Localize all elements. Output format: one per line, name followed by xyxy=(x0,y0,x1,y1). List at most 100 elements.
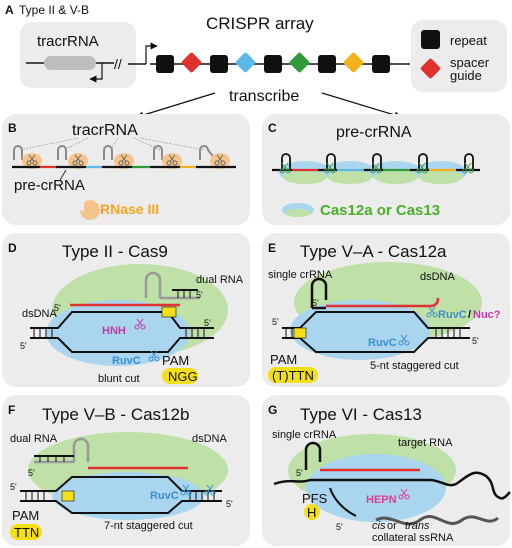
pam-seq-f: TTN xyxy=(14,525,39,540)
pam-seq-box-f xyxy=(10,524,42,540)
five-prime-f1: 5' xyxy=(28,468,35,478)
dualrna-label-d: dual RNA xyxy=(196,274,244,286)
panel-f: F Type V–B - Cas12b dual RNA dsDNA 5' 5'… xyxy=(2,395,250,546)
rnase-legend-icon xyxy=(80,200,100,221)
panel-a: A Type II & V-B tracrRNA // CRISPR array… xyxy=(5,3,507,119)
legend-repeat-swatch xyxy=(421,30,440,49)
single-crrna-label-e: single crRNA xyxy=(268,269,333,281)
pfs-badge xyxy=(304,504,320,520)
panel-e: E Type V–A - Cas12a single crRNA dsDNA 5… xyxy=(262,233,510,387)
crrna-hairpins-c xyxy=(281,153,474,170)
panel-b-bg xyxy=(2,114,250,225)
dna-rungs-f xyxy=(25,491,215,501)
panel-c: C pre-crRNA xyxy=(262,114,510,225)
legend-spacer-label: spacer xyxy=(450,55,490,70)
rnase-blobs xyxy=(22,153,230,169)
tracr-hairpins xyxy=(13,145,217,161)
panel-f-title: Type V–B - Cas12b xyxy=(42,405,189,424)
dsdna-label-d: dsDNA xyxy=(22,308,58,320)
blunt-cut-label: blunt cut xyxy=(98,373,140,385)
rnase-legend-label: RNase III xyxy=(100,201,159,217)
repeat-4 xyxy=(318,55,336,73)
repeat-2 xyxy=(210,55,228,73)
ruvc-label-e2: RuvC xyxy=(368,337,397,349)
pam-box-f xyxy=(61,490,75,502)
array-promoter-arrow xyxy=(145,42,158,64)
panel-b-letter: B xyxy=(8,121,17,135)
dna-bottom-f xyxy=(20,500,222,514)
dsdna-label-e: dsDNA xyxy=(420,271,456,283)
dsdna-label-f: dsDNA xyxy=(192,433,228,445)
cas12b-blue-lobe xyxy=(52,472,204,520)
pre-crrna-pointer xyxy=(59,169,67,181)
ruvc-slash-e: / xyxy=(468,309,471,321)
tracr-label: tracrRNA xyxy=(37,33,99,50)
dna-rungs-e xyxy=(285,328,461,338)
panel-g-title: Type VI - Cas13 xyxy=(300,405,422,424)
panel-d: D Type II - Cas9 dual RNA dsDNA 5' 5' 5'… xyxy=(2,233,250,387)
hepn-label: HEPN xyxy=(366,494,397,506)
panel-g-letter: G xyxy=(268,403,277,417)
cas-legend-label: Cas12a or Cas13 xyxy=(320,202,440,219)
crrna-hairpin-g xyxy=(304,441,322,470)
repeat-3 xyxy=(264,55,282,73)
trans-label: trans xyxy=(405,520,430,532)
panel-f-letter: F xyxy=(8,403,15,417)
pam-seq-box-e xyxy=(268,367,318,383)
panel-a-heading: Type II & V-B xyxy=(19,3,89,17)
five-prime-e2: 5' xyxy=(272,317,279,327)
or-label: or xyxy=(387,520,397,532)
five-prime-e1: 5' xyxy=(312,298,319,308)
dna-rungs-d xyxy=(33,290,205,338)
pam-box-e xyxy=(293,327,307,339)
panel-d-letter: D xyxy=(8,241,17,255)
crrna-hairpin-e xyxy=(310,277,328,308)
repeat-5 xyxy=(372,55,390,73)
nuc-label-e: Nuc? xyxy=(473,309,501,321)
ruvc-label-d: RuvC xyxy=(112,355,141,367)
spacer-1 xyxy=(181,52,202,73)
pam-seq-box-d xyxy=(162,368,198,384)
panel-e-letter: E xyxy=(268,241,276,255)
five-prime-d2: 5' xyxy=(54,303,61,313)
pre-crrna-label-b: pre-crRNA xyxy=(14,177,85,194)
five-prime-g2: 5' xyxy=(336,522,343,532)
pre-crrna-label-c: pre-crRNA xyxy=(336,124,412,141)
collateral-label: collateral ssRNA xyxy=(372,532,454,544)
pam-label-d: PAM xyxy=(162,353,189,368)
cas-legend-icon-green xyxy=(285,209,311,217)
tracr-hairpin-f xyxy=(72,437,90,462)
tracr-label-b: tracrRNA xyxy=(72,122,138,139)
collateral-rna-1 xyxy=(375,515,499,526)
target-rna-g xyxy=(273,471,511,500)
panel-b: B tracrRNA xyxy=(2,114,250,225)
break-mark: // xyxy=(114,56,122,72)
five-prime-g1: 5' xyxy=(296,468,303,478)
five-prime-e3: 5' xyxy=(472,336,479,346)
panel-d-title: Type II - Cas9 xyxy=(62,242,168,261)
panel-a-letter: A xyxy=(5,3,14,17)
five-prime-d4: 5' xyxy=(204,318,211,328)
panel-e-title: Type V–A - Cas12a xyxy=(300,242,447,261)
crispr-array xyxy=(156,52,390,73)
dualrna-label-f: dual RNA xyxy=(10,433,58,445)
pfs-label: PFS xyxy=(302,491,328,506)
arrow-to-c xyxy=(321,92,402,119)
hnh-label: HNH xyxy=(102,325,126,337)
transcribe-label: transcribe xyxy=(229,88,299,105)
spacer-4 xyxy=(343,52,364,73)
pam-label-e: PAM xyxy=(270,352,297,367)
cis-label: cis xyxy=(372,520,386,532)
array-label: CRISPR array xyxy=(206,14,314,33)
spacer-3 xyxy=(289,52,310,73)
target-strand-e xyxy=(420,297,440,308)
legend-repeat-label: repeat xyxy=(450,33,487,48)
five-prime-f3: 5' xyxy=(226,499,233,509)
target-rna-tail xyxy=(329,487,357,517)
staggered-cut-label-f: 7-nt staggered cut xyxy=(104,520,193,532)
repeat-1 xyxy=(156,55,174,73)
cas13-blue-lobe xyxy=(306,454,446,522)
ruvc-label-e1: RuvC xyxy=(438,309,467,321)
target-rna-label-g: target RNA xyxy=(398,437,453,449)
staggered-cut-label-e: 5-nt staggered cut xyxy=(370,360,459,372)
